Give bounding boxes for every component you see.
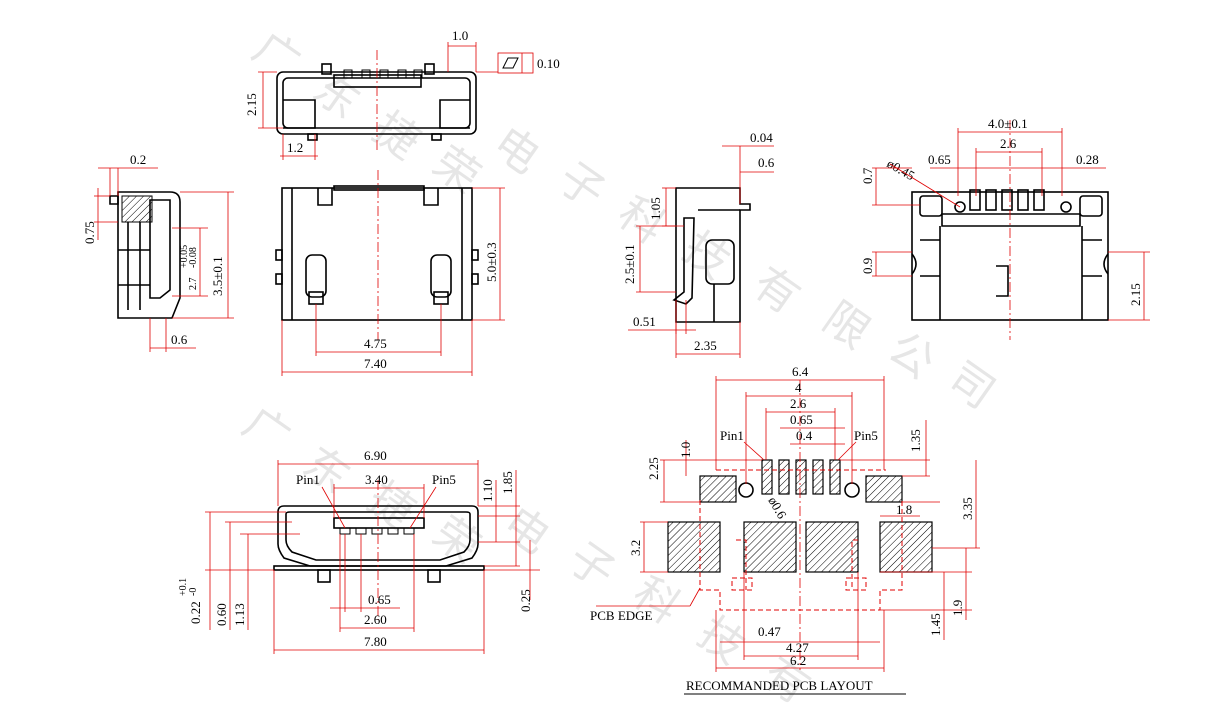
dim-pcb-065: 0.65 [790,412,813,427]
dim-bottom-pad: 0.65 [928,152,951,167]
svg-text:电: 电 [484,117,549,184]
dim-pcb-18: 1.8 [896,502,912,517]
label-end-pin1: Pin1 [296,472,320,487]
svg-text:荣: 荣 [424,507,489,574]
dim-bottom-top: 0.7 [860,167,875,184]
dim-top-tab: 1.2 [287,140,303,155]
svg-text:公: 公 [879,322,944,389]
svg-text:-0.08: -0.08 [188,247,199,268]
label-pcb-pin5: Pin5 [854,428,878,443]
svg-text:科: 科 [624,567,689,634]
dim-flatness: 0.10 [537,56,560,71]
svg-text:有: 有 [744,257,809,324]
bottom-view: 4.0±0.1 2.6 ø0.45 0.65 0.28 0.7 0.9 2.15 [860,116,1150,340]
svg-text:司: 司 [939,352,1004,419]
dim-front-pins: 4.75 [364,336,387,351]
dim-pcb-4: 4 [795,380,802,395]
dim-bottom-height: 2.15 [1128,283,1143,306]
front-view: 4.75 7.40 5.0±0.3 [275,170,505,376]
svg-text:广: 广 [234,397,299,464]
svg-text:电: 电 [494,497,559,564]
dim-end-d: 0.60 [214,603,229,626]
dim-bottom-hole: ø0.45 [885,156,918,184]
watermark: 广 东 捷 荣 电 子 科 技 有 限 公 司 广 东 捷 荣 电 子 科 技 … [234,22,1004,707]
dim-end-inner: 3.40 [365,472,388,487]
dim-pcb-64: 6.4 [792,364,809,379]
dim-end-width: 6.90 [364,448,387,463]
dim-right-b: 0.6 [758,155,775,170]
dim-end-span: 2.60 [364,612,387,627]
svg-text:+0.1: +0.1 [178,578,189,596]
dim-bottom-pitch: 2.6 [1000,136,1017,151]
dim-left-bottom: 0.6 [171,332,188,347]
dim-top-height: 2.15 [244,93,259,116]
dim-end-a: 1.10 [480,479,495,502]
label-pcb-pin1: Pin1 [720,428,744,443]
side-view-left: 0.2 0.75 2.7 +0.05 -0.08 3.5±0.1 0.6 [82,152,234,352]
dim-right-c: 1.05 [648,197,663,220]
dim-right-d: 2.5±0.1 [622,244,637,284]
pcb-layout: PCB EDGE 6.4 4 2.6 0.65 0.4 Pin1 Pin5 1.… [590,364,980,695]
dim-pcb-19: 1.9 [950,600,965,616]
dim-end-total: 7.80 [364,634,387,649]
dim-pcb-26: 2.6 [790,396,807,411]
svg-text:子: 子 [549,152,614,219]
end-view: 6.90 3.40 Pin1 Pin5 1.10 1.85 0.25 0.22 … [178,448,540,654]
pcb-layout-caption: RECOMMANDED PCB LAYOUT [686,678,873,693]
dim-top-width: 1.0 [452,28,468,43]
dim-pcb-04: 0.4 [796,428,813,443]
svg-text:-0: -0 [188,588,199,596]
dim-pcb-135: 1.35 [908,429,923,452]
dim-left-total: 3.5±0.1 [210,256,225,296]
side-view-right: 0.04 0.6 1.05 2.5±0.1 0.51 2.35 [622,130,775,358]
svg-text:限: 限 [814,292,879,359]
dim-pcb-145: 1.45 [928,613,943,636]
dim-pcb-62: 6.2 [790,653,806,668]
label-end-pin5: Pin5 [432,472,456,487]
svg-text:科: 科 [609,187,674,254]
dim-pcb-225: 2.25 [646,457,661,480]
dim-front-width: 7.40 [364,356,387,371]
svg-text:+0.05: +0.05 [179,245,190,268]
dim-pcb-335: 3.35 [960,497,975,520]
svg-text:子: 子 [559,532,624,599]
top-view: 1.0 0.10 2.15 1.2 [244,28,560,160]
dim-bottom-pin: 0.28 [1076,152,1099,167]
dim-end-pitch: 0.65 [368,592,391,607]
dim-front-depth: 5.0±0.3 [484,242,499,282]
dim-end-b: 1.85 [500,471,515,494]
dim-right-e: 0.51 [633,314,656,329]
dim-left-tab: 0.75 [82,221,97,244]
dim-left-body: 2.7 [188,278,199,291]
label-pcb-edge: PCB EDGE [590,608,653,623]
dim-right-f: 2.35 [694,338,717,353]
svg-text:荣: 荣 [424,137,489,204]
dim-end-e: 1.13 [232,603,247,626]
dim-pcb-10: 1.0 [678,442,693,458]
dim-left-top: 0.2 [130,152,146,167]
dim-right-a: 0.04 [750,130,773,145]
dim-pcb-047: 0.47 [758,624,781,639]
svg-text:捷: 捷 [364,102,429,169]
dim-pcb-06: ø0.6 [765,494,790,522]
dim-bottom-width: 4.0±0.1 [988,116,1028,131]
dim-pcb-32: 3.2 [628,540,643,556]
dim-end-c: 0.22 [188,601,203,624]
dim-end-f: 0.25 [518,589,533,612]
dim-pcb-427: 4.27 [786,640,809,655]
dim-bottom-mid: 0.9 [860,258,875,274]
